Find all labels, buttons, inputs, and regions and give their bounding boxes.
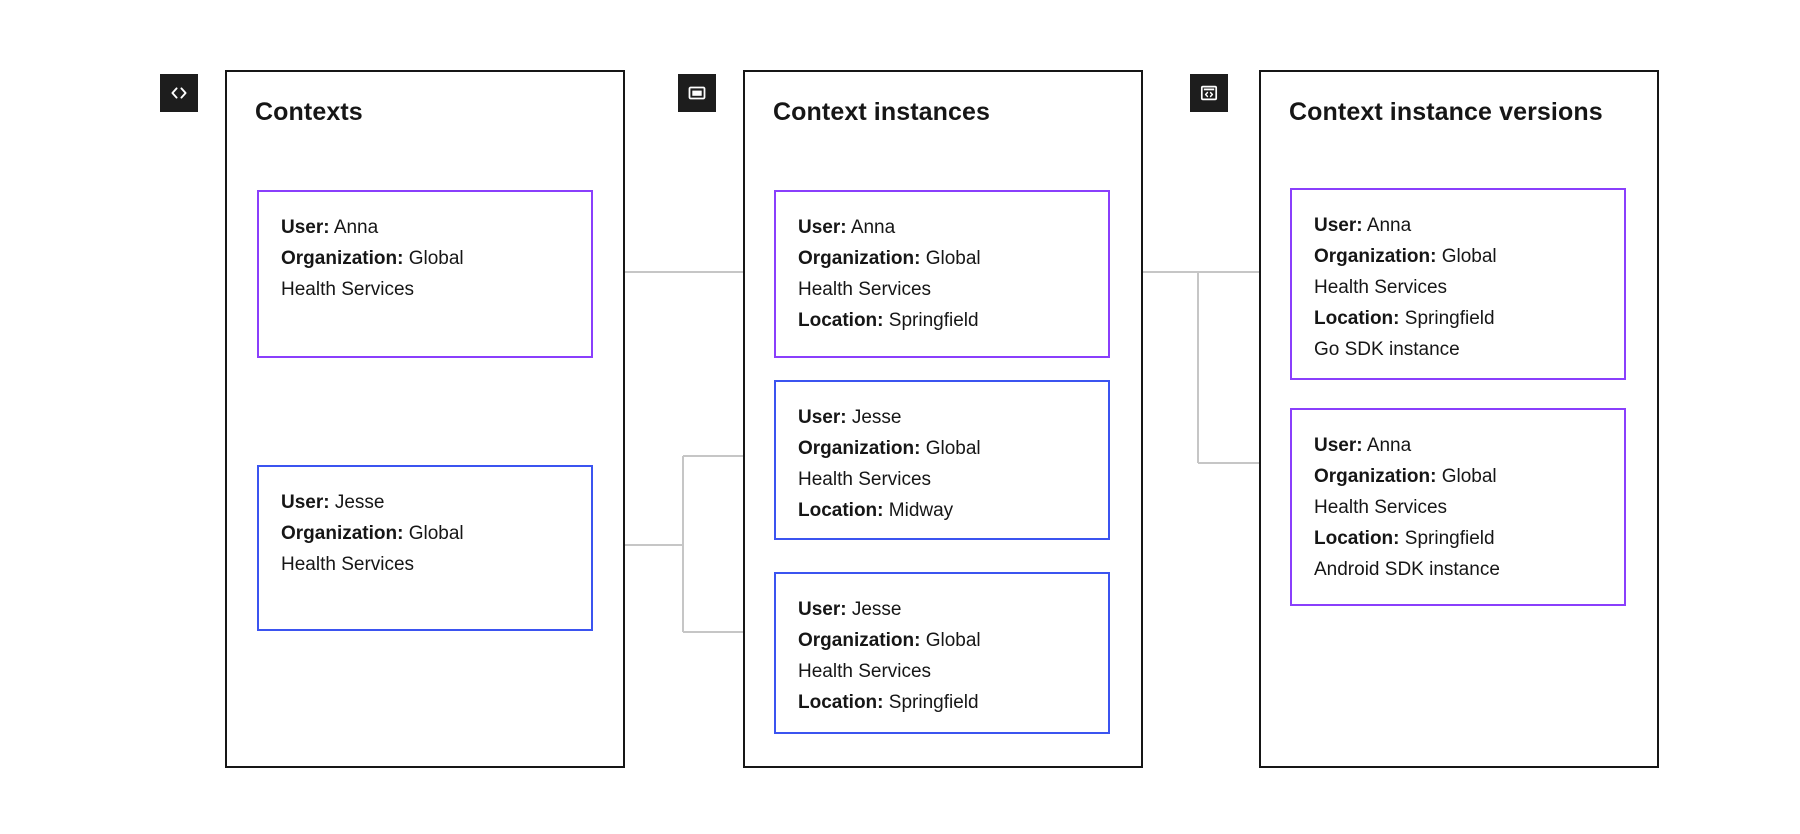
card-version-anna-go-sdk[interactable]: User: Anna Organization: Global Health S… [1290,188,1626,380]
card-line: Organization: Global [1314,246,1497,267]
card-version-anna-android-sdk[interactable]: User: Anna Organization: Global Health S… [1290,408,1626,606]
badge-context-instance-versions [1190,74,1228,112]
card-line: Organization: Global [281,248,464,269]
card-line: User: Anna [798,217,896,238]
card-line: Android SDK instance [1314,559,1500,580]
card-line: Health Services [281,554,415,575]
card-instance-jesse-springfield[interactable]: User: Jesse Organization: Global Health … [774,572,1110,734]
window-code-icon [1198,82,1220,104]
code-brackets-icon [169,83,189,103]
card-line: Health Services [798,661,932,682]
card-line: Organization: Global [798,438,981,459]
card-line: User: Jesse [281,492,385,513]
card-context-jesse[interactable]: User: Jesse Organization: Global Health … [257,465,593,631]
card-line: Location: Springfield [1314,308,1495,329]
card-line: Organization: Global [798,630,981,651]
card-line: User: Jesse [798,599,902,620]
card-line: User: Anna [1314,215,1412,236]
card-line: Health Services [281,279,415,300]
card-line: Location: Springfield [798,692,979,713]
card-line: Health Services [798,469,932,490]
card-line: Health Services [1314,277,1448,298]
panel-title-contexts: Contexts [255,98,363,126]
card-line: User: Jesse [798,407,902,428]
card-instance-anna-springfield[interactable]: User: Anna Organization: Global Health S… [774,190,1110,358]
card-line: Organization: Global [798,248,981,269]
panel-title-context-instance-versions: Context instance versions [1289,98,1603,126]
card-line: User: Anna [281,217,379,238]
card-instance-jesse-midway[interactable]: User: Jesse Organization: Global Health … [774,380,1110,540]
badge-contexts [160,74,198,112]
card-line: Health Services [1314,497,1448,518]
card-line: Organization: Global [1314,466,1497,487]
panel-contexts: Contexts [225,70,625,768]
card-context-anna[interactable]: User: Anna Organization: Global Health S… [257,190,593,358]
card-line: Organization: Global [281,523,464,544]
panel-title-context-instances: Context instances [773,98,991,126]
card-line: Go SDK instance [1314,339,1460,360]
card-line: Location: Springfield [1314,528,1495,549]
card-line: Location: Springfield [798,310,979,331]
window-icon [686,82,708,104]
card-line: User: Anna [1314,435,1412,456]
badge-context-instances [678,74,716,112]
card-line: Location: Midway [798,500,954,521]
card-line: Health Services [798,279,932,300]
